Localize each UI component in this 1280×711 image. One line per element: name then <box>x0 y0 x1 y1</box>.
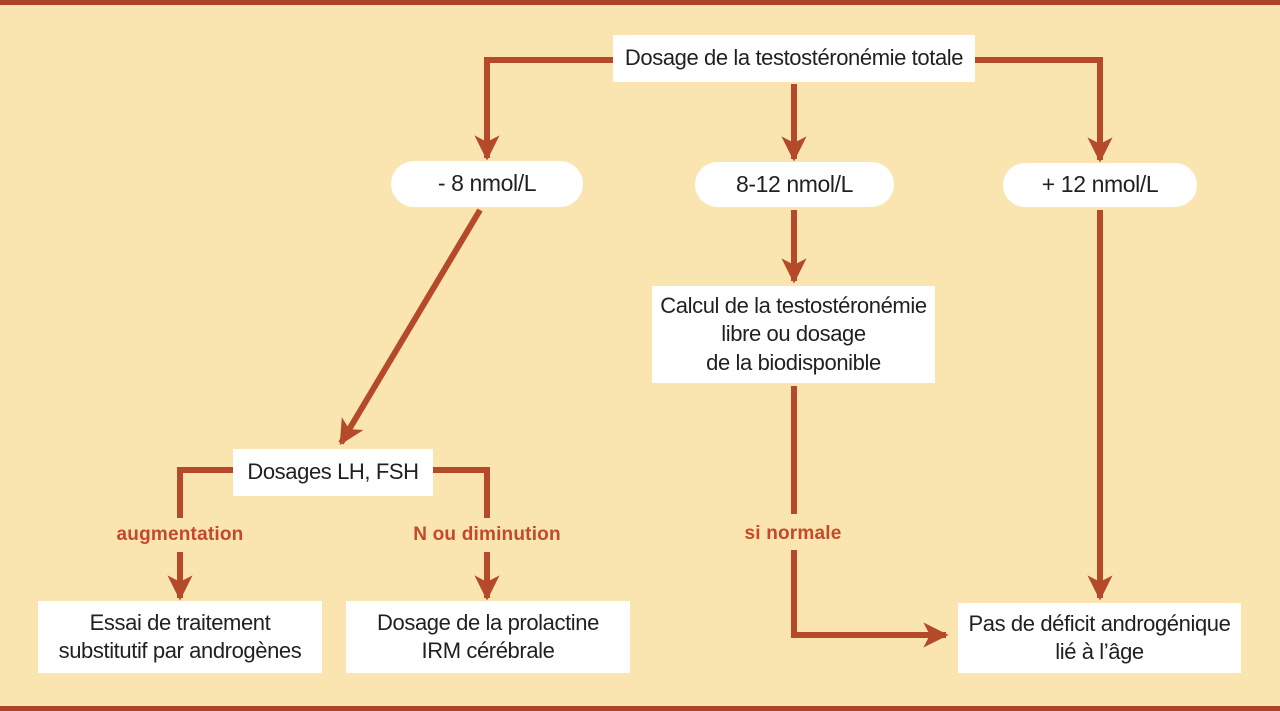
edge-label-si-normale: si normale <box>744 523 842 544</box>
top-frame-bar <box>0 0 1280 5</box>
edge-root-to-low-pill <box>474 57 616 161</box>
edge-si-normale-to-pas-deficit <box>791 550 949 648</box>
node-root-label: Dosage de la testostéronémie totale <box>624 45 964 71</box>
node-calcul: Calcul de la testostéronémie libre ou do… <box>652 286 935 383</box>
node-pill-high-label: + 12 nmol/L <box>1041 171 1159 198</box>
node-pas-deficit-line2: lié à l’âge <box>1055 639 1144 664</box>
node-pill-low: - 8 nmol/L <box>391 161 583 207</box>
node-essai: Essai de traitement substitutif par andr… <box>38 601 322 673</box>
node-pill-low-label: - 8 nmol/L <box>437 170 537 197</box>
node-calcul-line3: de la biodisponible <box>706 349 881 375</box>
node-lh-fsh-label: Dosages LH, FSH <box>247 459 419 485</box>
node-prolactine-line2: IRM cérébrale <box>421 638 555 663</box>
node-lh-fsh: Dosages LH, FSH <box>233 449 433 496</box>
edge-label-n-ou-diminution: N ou diminution <box>413 524 561 545</box>
edge-root-to-high-pill <box>972 57 1113 163</box>
node-pas-deficit: Pas de déficit androgénique lié à l’âge <box>958 603 1241 673</box>
node-essai-line2: substitutif par androgènes <box>58 638 302 663</box>
node-calcul-line2: libre ou dosage <box>721 321 866 347</box>
node-pill-mid-label: 8-12 nmol/L <box>735 170 854 197</box>
bottom-frame-bar <box>0 706 1280 711</box>
edge-lh-fsh-right-elbow <box>430 467 490 518</box>
node-prolactine-line1: Dosage de la prolactine <box>377 609 599 635</box>
node-prolactine: Dosage de la prolactine IRM cérébrale <box>346 601 630 673</box>
node-root: Dosage de la testostéronémie totale <box>613 35 975 82</box>
node-pill-mid: 8-12 nmol/L <box>695 162 894 207</box>
edge-label-augmentation: augmentation <box>116 524 244 545</box>
edge-lh-fsh-left-elbow <box>177 467 236 518</box>
node-pas-deficit-line1: Pas de déficit androgénique <box>968 610 1231 636</box>
node-essai-line1: Essai de traitement <box>89 609 271 635</box>
node-calcul-line1: Calcul de la testostéronémie <box>660 293 927 319</box>
node-pill-high: + 12 nmol/L <box>1003 163 1197 207</box>
edge-low-pill-to-lh-fsh <box>338 208 483 446</box>
